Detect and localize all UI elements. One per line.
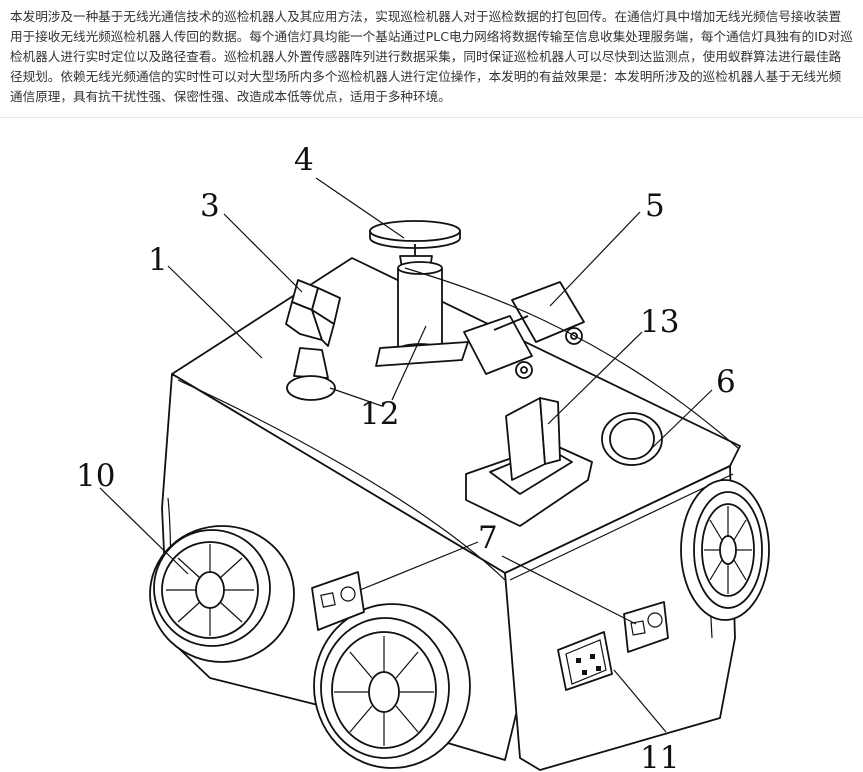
sensor-box-3 <box>285 279 341 401</box>
robot-drawing: 1 3 4 5 13 6 7 10 12 11 <box>76 142 770 772</box>
label-5: 5 <box>645 188 665 224</box>
label-10: 10 <box>76 458 115 494</box>
label-12: 12 <box>360 396 399 432</box>
label-7: 7 <box>478 520 498 556</box>
label-13: 13 <box>640 304 679 340</box>
label-4: 4 <box>294 142 314 178</box>
socket-11 <box>557 631 613 691</box>
leader-lines <box>99 177 713 733</box>
circular-sensor-6 <box>601 412 663 466</box>
robot-figure: 1 3 4 5 13 6 7 10 12 11 <box>0 118 863 772</box>
label-1: 1 <box>148 242 168 278</box>
panel-7-right <box>623 601 669 653</box>
right-wheel <box>680 479 770 621</box>
right-face <box>504 465 736 771</box>
label-11: 11 <box>640 740 679 772</box>
panel-7-left <box>311 571 365 631</box>
label-3: 3 <box>200 188 220 224</box>
cable-line <box>404 267 739 449</box>
label-6: 6 <box>716 364 736 400</box>
abstract-text: 本发明涉及一种基于无线光通信技术的巡检机器人及其应用方法，实现巡检机器人对于巡检… <box>0 0 863 118</box>
camera-arm-13 <box>463 281 593 527</box>
left-front-wheel <box>313 603 471 769</box>
antenna-4 <box>369 220 469 367</box>
left-rear-wheel <box>149 525 295 663</box>
callout-labels: 1 3 4 5 13 6 7 10 12 11 <box>76 142 736 772</box>
